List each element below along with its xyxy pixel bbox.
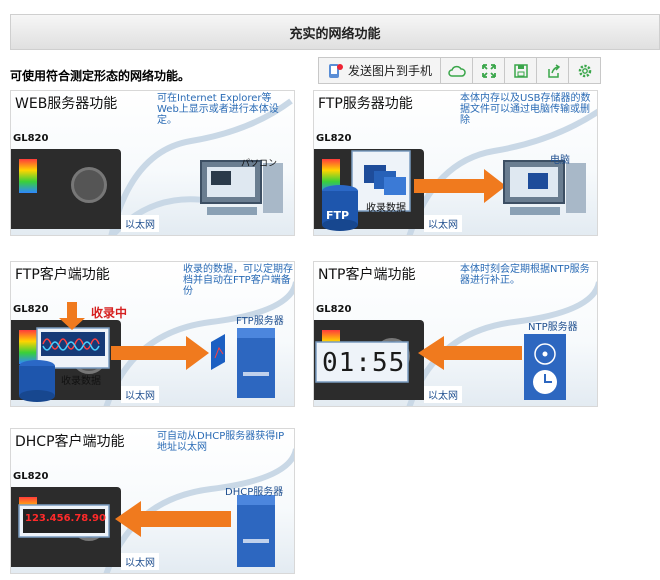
ftp-data-illustration	[322, 150, 586, 231]
ethernet-label: 以太网	[424, 386, 462, 403]
card-description: 可在Internet Explorer等Web上显示或者进行本体设定。	[157, 93, 279, 126]
model-label: GL820	[316, 133, 352, 144]
network-cable-illustration	[406, 281, 597, 406]
server-label: DHCP服务器	[225, 487, 284, 498]
pc-label: パソコン	[241, 159, 278, 169]
card-title: WEB服务器功能	[15, 96, 118, 112]
ftp-client-illustration	[19, 302, 275, 402]
cloud-icon	[447, 65, 466, 77]
section-title: 充实的网络功能	[289, 26, 381, 42]
intro-text: 可使用符合测定形态的网络功能。	[10, 69, 191, 83]
card-description: 收录的数据，可以定期存档并自动在FTP客户端备份	[183, 264, 293, 297]
save-button[interactable]	[505, 58, 538, 83]
ethernet-label: 以太网	[424, 215, 462, 232]
server-label: NTP服务器	[528, 322, 578, 333]
dhcp-illustration	[18, 495, 275, 567]
card-ntp-client: NTP客户端功能 本体时刻会定期根据NTP服务器进行补正。 GL820 01:5…	[313, 261, 598, 407]
cloud-button[interactable]	[441, 58, 474, 83]
section-header: 充实的网络功能	[10, 14, 660, 50]
pc-icon	[200, 160, 283, 215]
expand-button[interactable]	[473, 58, 506, 83]
card-dhcp-client: DHCP客户端功能 可自动从DHCP服务器获得IP地址以太网 GL820 123…	[10, 428, 295, 574]
card-description: 本体内存以及USB存储器的数据文件可以通过电脑传输或删除	[460, 93, 591, 126]
card-title: NTP客户端功能	[318, 267, 416, 283]
ethernet-label: 以太网	[121, 553, 159, 570]
share-button[interactable]	[537, 58, 570, 83]
network-cable-illustration	[103, 448, 294, 573]
data-label: 收录数据	[366, 203, 406, 214]
clock-display: 01:55	[322, 348, 406, 378]
card-web-server: WEB服务器功能 可在Internet Explorer等Web上显示或者进行本…	[10, 90, 295, 236]
save-icon	[513, 63, 528, 78]
ip-address-display: 123.456.78.90	[25, 513, 106, 524]
send-to-phone-button[interactable]: 发送图片到手机	[319, 58, 442, 83]
settings-button[interactable]	[569, 58, 600, 83]
card-title: DHCP客户端功能	[15, 434, 125, 450]
model-label: GL820	[316, 304, 352, 315]
share-icon	[547, 63, 560, 78]
network-cable-illustration	[103, 281, 294, 406]
ethernet-label: 以太网	[121, 386, 159, 403]
recording-status: 收录中	[91, 306, 128, 320]
model-label: GL820	[13, 133, 49, 144]
data-label: 收录数据	[61, 376, 101, 387]
model-label: GL820	[13, 471, 49, 482]
ftp-label: FTP	[326, 209, 350, 222]
card-title: FTP服务器功能	[318, 96, 413, 112]
expand-icon	[481, 63, 496, 78]
card-ftp-client: FTP客户端功能 收录的数据，可以定期存档并自动在FTP客户端备份 GL820 …	[10, 261, 295, 407]
model-label: GL820	[13, 304, 49, 315]
logger-device	[11, 149, 121, 229]
ethernet-label: 以太网	[121, 215, 159, 232]
card-description: 可自动从DHCP服务器获得IP地址以太网	[157, 431, 285, 453]
card-title: FTP客户端功能	[15, 267, 110, 283]
network-cable-illustration	[406, 108, 597, 235]
card-description: 本体时刻会定期根据NTP服务器进行补正。	[460, 264, 590, 286]
qr-phone-icon	[329, 63, 343, 78]
settings-icon	[578, 64, 591, 77]
server-label: FTP服务器	[236, 316, 284, 327]
send-to-phone-label: 发送图片到手机	[348, 64, 433, 78]
pc-label: 电脑	[550, 155, 570, 166]
ntp-illustration	[315, 334, 566, 400]
share-toolbar: 发送图片到手机	[318, 57, 602, 84]
card-ftp-server: FTP服务器功能 本体内存以及USB存储器的数据文件可以通过电脑传输或删除 GL…	[313, 90, 598, 236]
